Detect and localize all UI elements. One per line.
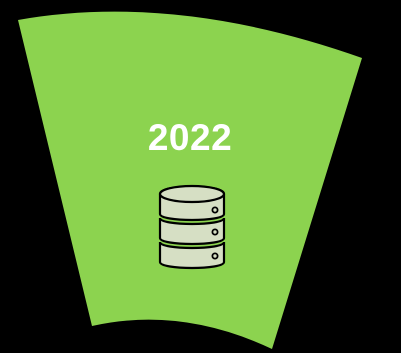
year-label: 2022 (147, 117, 233, 158)
fan-segment (18, 11, 362, 349)
database-icon (158, 184, 226, 270)
